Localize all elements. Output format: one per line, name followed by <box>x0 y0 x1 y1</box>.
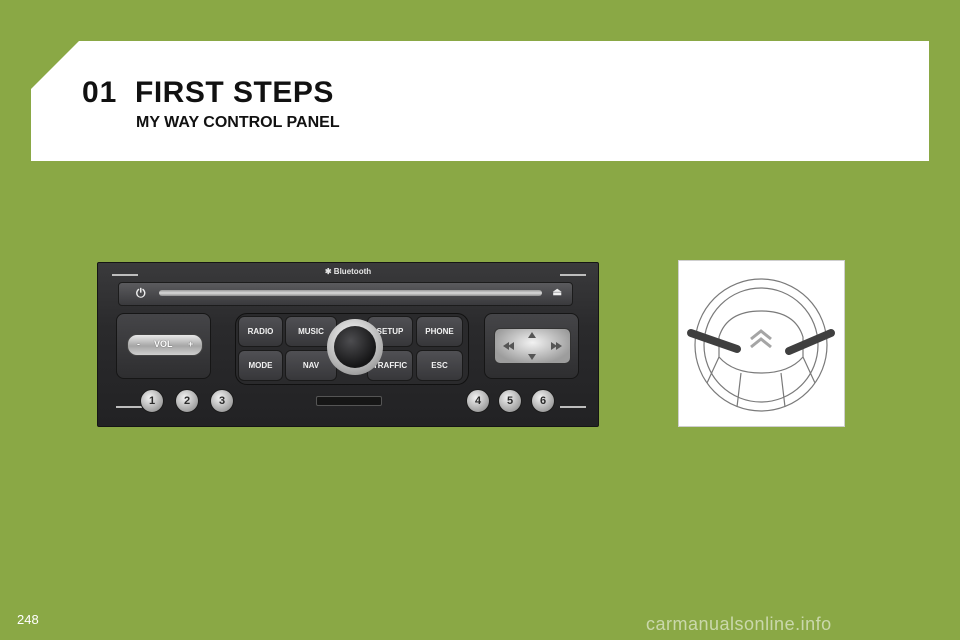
volume-pod: - VOL + <box>116 313 211 379</box>
chapter-number: 01 <box>82 76 118 109</box>
watermark: carmanualsonline.info <box>646 614 832 634</box>
navigation-pod <box>484 313 579 379</box>
radio-control-panel: ✱ Bluetooth ⏻ ⏏ - VOL + RADIO MUSIC SETU… <box>97 262 599 427</box>
chapter-title: FIRST STEPS <box>135 76 334 109</box>
steering-wheel-illustration <box>678 260 845 427</box>
cd-slot <box>159 290 542 296</box>
preset-button-3[interactable]: 3 <box>210 389 234 413</box>
header-banner <box>31 41 929 161</box>
bluetooth-label: ✱ Bluetooth <box>324 267 372 276</box>
radio-key[interactable]: RADIO <box>238 316 283 347</box>
panel-tick <box>112 274 138 276</box>
volume-plus: + <box>188 339 194 349</box>
esc-key[interactable]: ESC <box>416 350 463 381</box>
preset-button-1[interactable]: 1 <box>140 389 164 413</box>
cd-slot-bar: ⏻ ⏏ <box>118 282 573 306</box>
eject-icon[interactable]: ⏏ <box>552 287 562 298</box>
directional-arrows-icon <box>503 332 562 360</box>
directional-pad-icon[interactable] <box>494 328 571 364</box>
preset-button-2[interactable]: 2 <box>175 389 199 413</box>
steering-wheel-controls-icon <box>687 278 835 412</box>
preset-button-4[interactable]: 4 <box>466 389 490 413</box>
preset-button-5[interactable]: 5 <box>498 389 522 413</box>
panel-tick <box>116 406 142 408</box>
card-slot <box>316 396 382 406</box>
volume-rocker[interactable]: - VOL + <box>127 334 203 356</box>
preset-button-6[interactable]: 6 <box>531 389 555 413</box>
volume-label: VOL <box>154 339 173 349</box>
chapter-subtitle: MY WAY CONTROL PANEL <box>136 114 340 131</box>
page-number: 248 <box>17 612 39 627</box>
rotary-knob[interactable] <box>327 319 383 375</box>
panel-tick <box>560 274 586 276</box>
panel-tick <box>560 406 586 408</box>
rotary-knob-center <box>334 326 376 368</box>
mode-key[interactable]: MODE <box>238 350 283 381</box>
phone-key[interactable]: PHONE <box>416 316 463 347</box>
power-icon[interactable]: ⏻ <box>136 286 146 300</box>
volume-minus: - <box>137 339 140 349</box>
